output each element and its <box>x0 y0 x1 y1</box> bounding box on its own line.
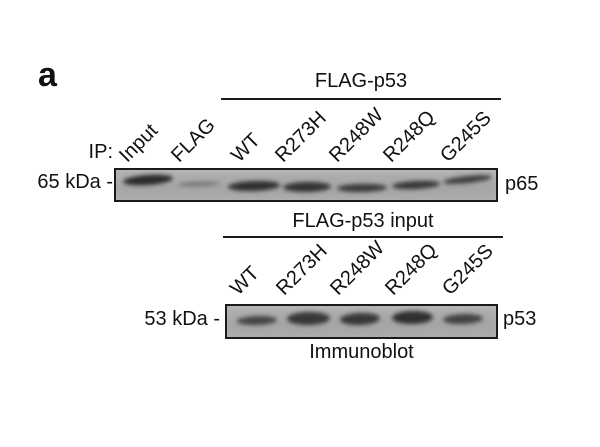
band-r248q <box>391 310 434 325</box>
lane-label-r248w: R248W <box>326 236 389 300</box>
top-marker-label: 65 kDa - <box>37 171 113 193</box>
band-r248w <box>339 312 381 326</box>
bottom-membrane <box>225 304 498 339</box>
lane-label-wt: WT <box>226 262 264 300</box>
top-membrane <box>114 168 498 202</box>
bottom-group-underline <box>223 236 503 238</box>
ip-label: IP: <box>88 141 113 163</box>
bottom-protein-label: p53 <box>503 308 537 330</box>
lane-label-r248q: R248Q <box>381 239 442 300</box>
top-protein-label: p65 <box>505 173 539 195</box>
top-group-underline <box>221 98 501 100</box>
lane-label-r273h: R273H <box>272 240 332 300</box>
immunoblot-caption: Immunoblot <box>309 341 414 363</box>
bottom-marker-label: 53 kDa - <box>144 308 220 330</box>
panel-label: a <box>38 56 57 94</box>
lane-label-g245s: G245S <box>438 240 498 300</box>
band-r273h <box>286 311 331 326</box>
band-g245s <box>442 313 484 325</box>
top-group-header: FLAG-p53 <box>314 70 408 92</box>
band-wt <box>236 315 278 326</box>
bottom-group-header: FLAG-p53 input <box>292 210 434 232</box>
